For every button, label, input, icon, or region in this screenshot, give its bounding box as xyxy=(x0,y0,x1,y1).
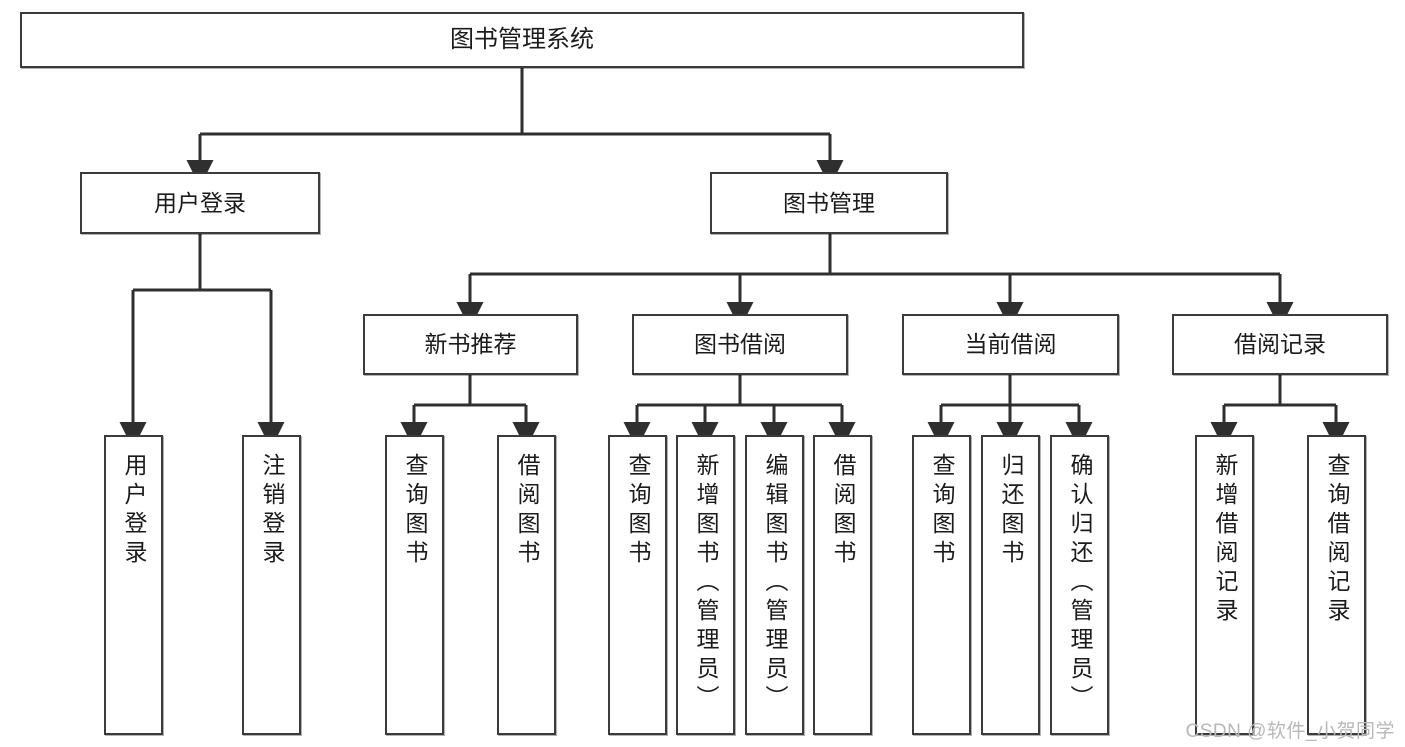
node-label: 新书推荐 xyxy=(424,331,517,358)
leaf-user-login-login[interactable]: 用户登录 xyxy=(104,435,163,735)
node-label: 图书管理系统 xyxy=(450,26,594,54)
leaf-borrow-edit-book-admin[interactable]: 编辑图书（管理员） xyxy=(745,435,804,735)
leaf-recommend-query-book[interactable]: 查询图书 xyxy=(385,435,444,735)
node-label: 新增图书（管理员） xyxy=(693,453,719,714)
leaf-borrow-borrow-book[interactable]: 借阅图书 xyxy=(813,435,872,735)
node-label: 用户登录 xyxy=(154,189,246,216)
node-book-borrowing[interactable]: 图书借阅 xyxy=(632,314,848,375)
node-label: 用户登录 xyxy=(121,453,147,569)
node-label: 借阅记录 xyxy=(1234,331,1326,358)
leaf-recommend-borrow-book[interactable]: 借阅图书 xyxy=(497,435,556,735)
node-label: 查询图书 xyxy=(625,453,651,569)
node-label: 查询借阅记录 xyxy=(1324,453,1350,627)
node-label: 查询图书 xyxy=(402,453,428,569)
node-book-management[interactable]: 图书管理 xyxy=(710,172,948,234)
leaf-current-confirm-return-admin[interactable]: 确认归还（管理员） xyxy=(1050,435,1109,735)
node-label: 借阅图书 xyxy=(830,453,856,569)
node-label: 查询图书 xyxy=(929,453,955,569)
node-label: 确认归还（管理员） xyxy=(1067,453,1093,714)
leaf-record-query-borrow-record[interactable]: 查询借阅记录 xyxy=(1307,435,1366,735)
node-borrowing-record[interactable]: 借阅记录 xyxy=(1172,314,1388,375)
node-label: 编辑图书（管理员） xyxy=(762,453,788,714)
node-current-borrowing[interactable]: 当前借阅 xyxy=(902,314,1119,375)
node-user-login[interactable]: 用户登录 xyxy=(80,172,320,234)
node-label: 图书借阅 xyxy=(694,331,786,358)
leaf-user-login-logout[interactable]: 注销登录 xyxy=(242,435,301,735)
node-new-book-recommendation[interactable]: 新书推荐 xyxy=(363,314,578,375)
node-label: 归还图书 xyxy=(998,453,1024,569)
leaf-borrow-query-book[interactable]: 查询图书 xyxy=(608,435,667,735)
node-label: 当前借阅 xyxy=(964,331,1057,358)
node-label: 注销登录 xyxy=(259,453,285,569)
leaf-borrow-add-book-admin[interactable]: 新增图书（管理员） xyxy=(676,435,735,735)
leaf-current-query-book[interactable]: 查询图书 xyxy=(912,435,971,735)
node-root-book-management-system[interactable]: 图书管理系统 xyxy=(20,12,1024,68)
leaf-current-return-book[interactable]: 归还图书 xyxy=(981,435,1040,735)
node-label: 借阅图书 xyxy=(514,453,540,569)
node-label: 图书管理 xyxy=(783,189,875,216)
node-label: 新增借阅记录 xyxy=(1212,453,1238,627)
leaf-record-add-borrow-record[interactable]: 新增借阅记录 xyxy=(1195,435,1254,735)
